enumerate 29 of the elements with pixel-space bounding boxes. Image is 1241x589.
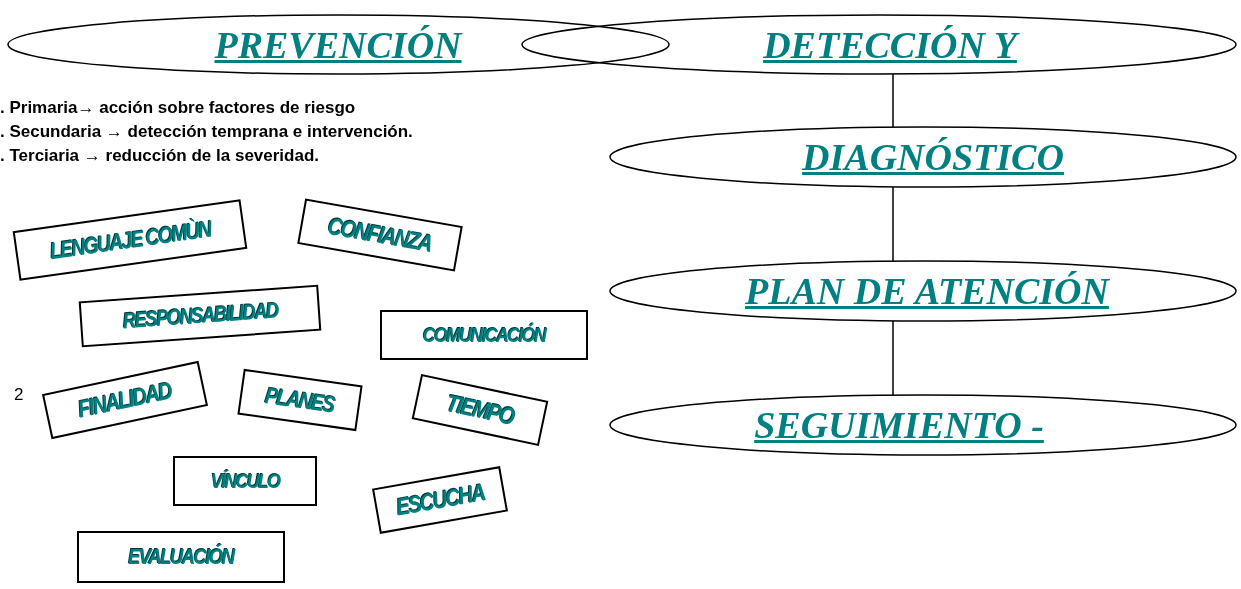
keyword: VÍNCULO xyxy=(210,469,280,493)
connector-line xyxy=(892,186,894,262)
keyword: CONFIANZA xyxy=(325,212,435,258)
keyword: TIEMPO xyxy=(443,389,517,431)
keyword: ESCUCHA xyxy=(393,478,487,522)
ellipse-node xyxy=(609,260,1237,322)
keyword: LENGUAJE COMÙN xyxy=(47,215,213,265)
bullet-text: . Secundaria → detección temprana e intervención. xyxy=(0,122,413,142)
connector-line xyxy=(892,320,894,396)
keyword: EVALUACIÓN xyxy=(128,544,234,570)
keyword: PLANES xyxy=(263,381,337,419)
keyword: COMUNICACIÓN xyxy=(422,323,546,347)
node-title: PREVENCIÓN xyxy=(214,22,462,67)
connector-line xyxy=(892,73,894,128)
page-number: 2 xyxy=(14,385,24,405)
keyword: FINALIDAD xyxy=(75,376,175,424)
keyword: RESPONSABILIDAD xyxy=(121,297,279,335)
node-title: PLAN DE ATENCIÓN xyxy=(745,269,1109,313)
ellipse-node xyxy=(609,126,1237,188)
node-title: DIAGNÓSTICO xyxy=(802,135,1064,179)
ellipse-node xyxy=(7,14,670,75)
bullet-text: . Terciaria → reducción de la severidad. xyxy=(0,146,320,166)
node-title: SEGUIMIENTO - xyxy=(754,403,1044,447)
word-card xyxy=(380,310,588,360)
ellipse-node xyxy=(609,394,1237,456)
ellipse-node xyxy=(521,14,1237,75)
bullet-text: . Primaria→ acción sobre factores de riesgo xyxy=(0,98,356,118)
word-card xyxy=(77,531,285,583)
word-card xyxy=(173,456,317,506)
